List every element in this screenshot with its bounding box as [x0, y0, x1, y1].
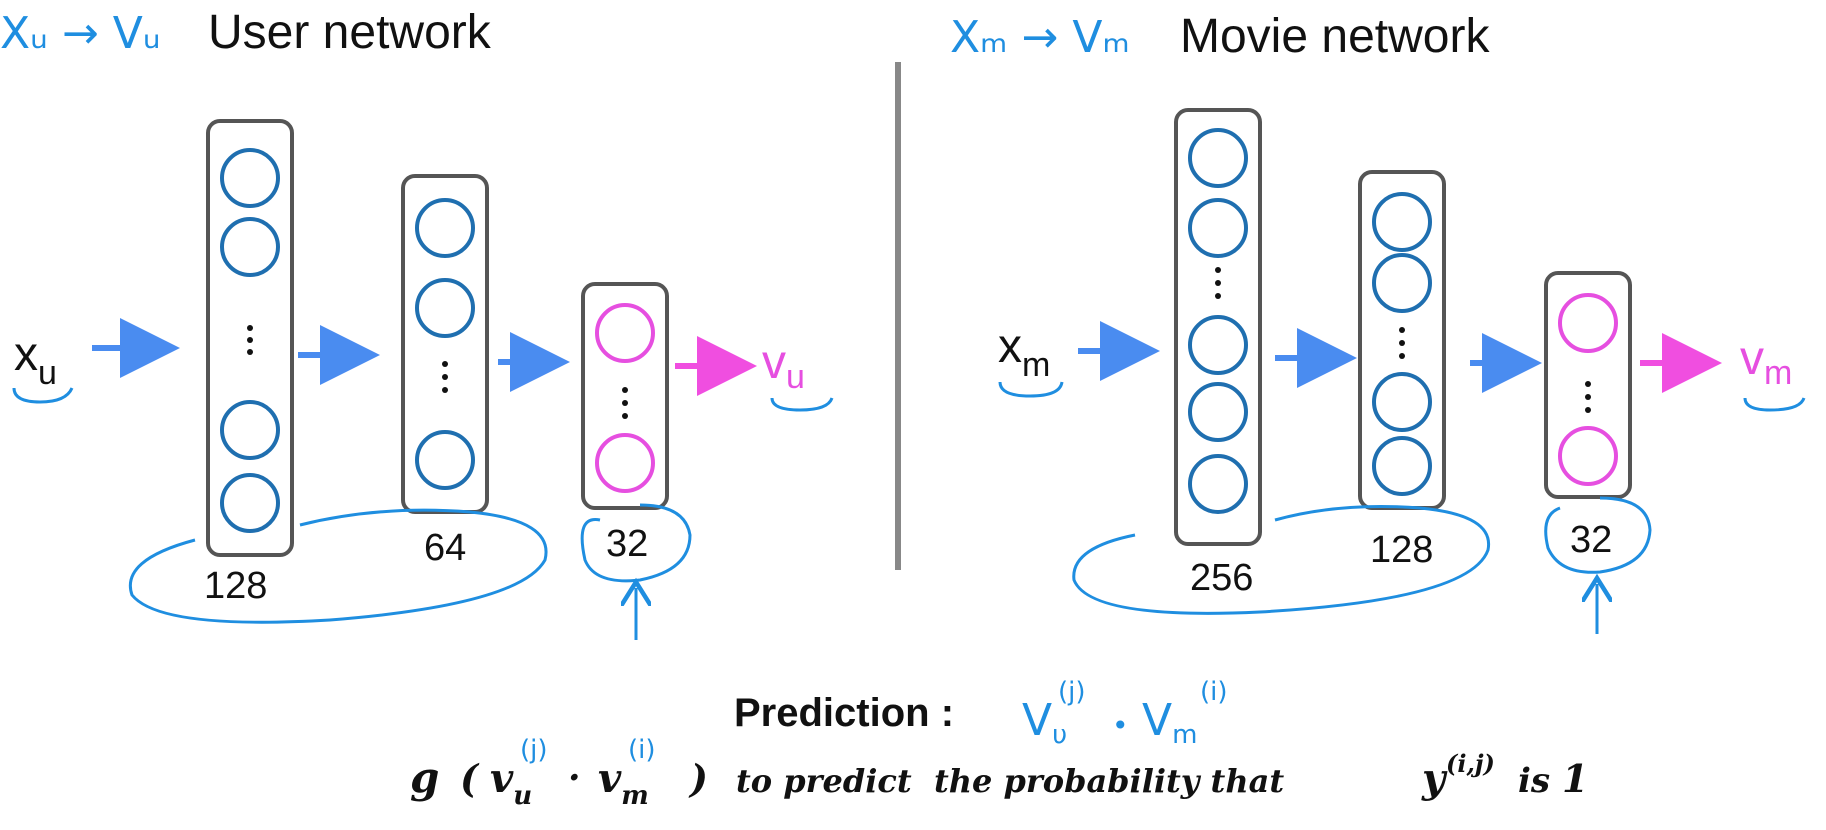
neuron — [220, 400, 280, 460]
neuron — [1188, 198, 1248, 258]
formula-v-m: vm — [598, 755, 649, 811]
user-hidden-layers-ellipse — [129, 508, 548, 624]
movie-network-title: Movie network — [1180, 10, 1490, 63]
user-layer-128-box — [206, 119, 294, 557]
user-output-underline — [770, 397, 834, 412]
neuron — [1372, 192, 1432, 252]
movie-layer-32-box — [1544, 271, 1632, 499]
movie-layer-size-2: 128 — [1370, 529, 1433, 571]
user-input-underline — [12, 387, 74, 404]
neuron — [1188, 315, 1248, 375]
neuron — [1372, 436, 1432, 496]
user-layer-size-2: 64 — [424, 527, 466, 569]
movie-network: Xₘ → Vₘ Movie network xm 256 128 — [950, 10, 1806, 634]
sigmoid-formula: g ( vu (j) · vm (i) ) to predict the pro… — [410, 735, 1588, 811]
formula-v-u: vu — [490, 755, 532, 811]
movie-input-label: xm — [998, 320, 1050, 384]
ellipsis-dots — [247, 325, 253, 355]
output-neuron — [1558, 426, 1618, 486]
formula-cdot: · — [568, 757, 581, 799]
prediction-vu-sup: (j) — [1058, 677, 1086, 707]
user-layer-size-3: 32 — [606, 523, 648, 565]
neuron — [415, 278, 475, 338]
prediction-line: Prediction : Vυ (j) • Vm (i) — [734, 677, 1228, 750]
ellipsis-dots — [1585, 381, 1591, 413]
output-neuron — [595, 433, 655, 493]
output-neuron — [1558, 293, 1618, 353]
neuron — [415, 198, 475, 258]
movie-input-underline — [998, 381, 1064, 398]
user-layer-32-box — [581, 282, 669, 510]
formula-one: 1 — [1562, 756, 1588, 801]
formula-v-u-sup: (j) — [520, 735, 548, 765]
user-input-label: xu — [14, 328, 57, 392]
formula-is: is — [1518, 761, 1550, 801]
movie-layer-size-1: 256 — [1190, 557, 1253, 599]
prediction-dot: • — [1112, 709, 1129, 742]
neuron — [220, 217, 280, 277]
user-network: Xᵤ → Vᵤ User network xu 128 64 — [0, 6, 834, 640]
ellipsis-dots — [622, 387, 628, 419]
neuron — [220, 148, 280, 208]
neuron — [415, 430, 475, 490]
prediction-vu: Vυ — [1022, 695, 1067, 750]
user-network-title: User network — [208, 6, 492, 59]
prediction-vm-sup: (i) — [1200, 677, 1228, 707]
formula-v-m-sup: (i) — [628, 735, 656, 765]
user-layer-size-1: 128 — [204, 565, 267, 607]
neuron — [1188, 454, 1248, 514]
formula-close-paren: ) — [688, 756, 708, 801]
neuron — [1188, 128, 1248, 188]
formula-open-paren: ( — [460, 756, 480, 801]
formula-y: y — [1421, 755, 1448, 802]
neuron — [1188, 382, 1248, 442]
output-neuron — [595, 303, 655, 363]
prediction-vm: Vm — [1142, 695, 1197, 750]
movie-layer-256-box — [1174, 108, 1262, 546]
user-handwritten-title: Xᵤ → Vᵤ — [0, 8, 161, 59]
neuron — [1372, 372, 1432, 432]
formula-g: g — [410, 753, 439, 802]
movie-output-size-circle — [1544, 496, 1652, 574]
movie-output-label: vm — [1740, 332, 1792, 392]
movie-output-underline — [1743, 397, 1806, 412]
ellipsis-dots — [1215, 267, 1221, 299]
movie-handwritten-title: Xₘ → Vₘ — [950, 12, 1130, 63]
prediction-label: Prediction : — [734, 691, 954, 735]
formula-y-sup: (i,j) — [1446, 749, 1495, 778]
movie-layer-size-3: 32 — [1570, 519, 1612, 561]
ellipsis-dots — [442, 361, 448, 393]
ellipsis-dots — [1399, 327, 1405, 359]
neuron — [1372, 253, 1432, 313]
user-output-label: vu — [762, 336, 805, 396]
movie-hidden-layers-ellipse — [1072, 505, 1491, 615]
neuron — [220, 473, 280, 533]
formula-text: to predict the probability that — [736, 762, 1284, 800]
